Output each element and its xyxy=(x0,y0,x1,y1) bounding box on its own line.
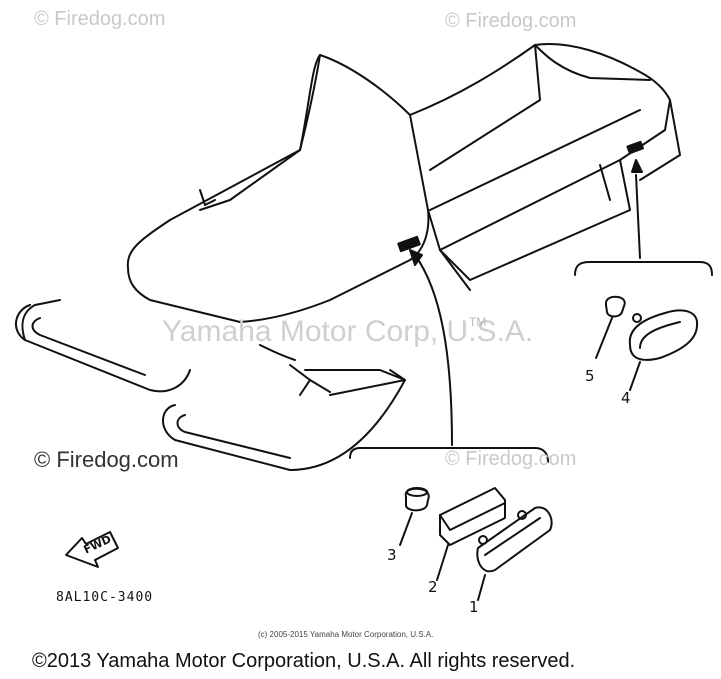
watermark-top-left: © Firedog.com xyxy=(34,8,166,30)
snowmobile-seat xyxy=(409,43,671,251)
base-plate-part-2 xyxy=(439,487,506,546)
watermark-mid-left: © Firedog.com xyxy=(34,447,179,472)
decal-mark-right xyxy=(626,140,644,155)
left-ski xyxy=(15,304,191,393)
reflector-part-1 xyxy=(476,506,553,573)
decal-mark-left xyxy=(397,235,421,253)
small-copyright: (c) 2005-2015 Yamaha Motor Corporation, … xyxy=(258,630,434,639)
grommet-part-5 xyxy=(604,295,626,318)
fwd-arrow-icon xyxy=(65,531,119,568)
part-code: 8AL10C-3400 xyxy=(56,590,154,605)
snowmobile-hood xyxy=(126,54,430,323)
right-ski xyxy=(162,369,406,471)
windshield xyxy=(299,54,321,151)
main-copyright: ©2013 Yamaha Motor Corporation, U.S.A. A… xyxy=(32,650,576,672)
callout-4: 4 xyxy=(621,389,631,407)
watermark-center: Yamaha Motor Corp, U.S.A. xyxy=(162,315,534,348)
watermark-mid-right: © Firedog.com xyxy=(445,448,577,470)
callout-3: 3 xyxy=(387,546,397,564)
watermark-trademark: TM xyxy=(469,315,487,329)
callout-5: 5 xyxy=(585,367,595,385)
callout-2: 2 xyxy=(428,578,438,596)
reflector-part-4 xyxy=(628,309,699,361)
callout-1: 1 xyxy=(469,598,479,616)
watermark-top-right: © Firedog.com xyxy=(445,10,577,32)
grommet-part-3 xyxy=(404,487,430,512)
